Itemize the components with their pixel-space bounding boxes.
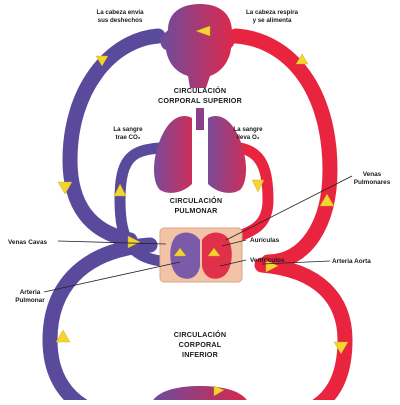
arteria-aorta-label: Arteria Aorta	[332, 258, 371, 265]
left-lung-shape	[154, 116, 192, 193]
head-left-label-line2: sus deshechos	[98, 17, 143, 24]
lower-section-title-line1: CIRCULACIÓN	[174, 330, 227, 339]
leader-ventriculos	[219, 259, 247, 267]
head-right-label-line2: y se alimenta	[253, 17, 292, 24]
lungs-left-label-line2: trae CO₂	[115, 134, 140, 141]
head-right-label-line1: La cabeza respira	[246, 9, 298, 16]
venas-cavas-label: Venas Cavas	[8, 239, 48, 246]
lungs-right-label-line1: La sangre	[233, 126, 263, 133]
arrow-pulmonary-right-down	[251, 179, 265, 193]
venas-pulmonares-label-line2: Pulmonares	[354, 179, 391, 186]
arrow-upper-right	[295, 53, 309, 65]
lower-venous-vessel	[42, 237, 158, 405]
lower-section-title-line2: CORPORAL	[179, 340, 222, 349]
arrow-upper-right-up	[319, 193, 335, 207]
arteria-pulmonar-label-line2: Pulmonar	[15, 297, 45, 304]
trachea-shape	[196, 108, 204, 130]
head-shape	[160, 4, 235, 88]
pulmonary-section-title-line1: CIRCULACIÓN	[170, 196, 223, 205]
venas-pulmonares-label-line1: Venas	[363, 171, 382, 178]
lungs-right-label-line2: lleva O₂	[236, 134, 259, 141]
arrow-into-heart-left	[127, 235, 141, 249]
auriculas-label: Aurículas	[250, 237, 280, 244]
leader-venas-cavas	[57, 240, 167, 245]
arrow-pulmonary-left-up	[113, 183, 127, 197]
arrow-lower-bottom	[213, 385, 225, 397]
arrow-lower-left-up	[55, 329, 71, 343]
leader-arteria-aorta	[261, 260, 331, 265]
leader-auriculas	[221, 239, 247, 247]
lower-arterial-vessel	[254, 257, 353, 405]
arteria-pulmonar-label-line1: Arteria	[20, 289, 41, 296]
leader-venas-pulmonares	[225, 175, 353, 241]
upper-venous-vessel	[62, 28, 166, 248]
pulmonary-section-title-line2: PULMONAR	[174, 206, 218, 215]
upper-arterial-vessel	[228, 28, 338, 270]
pulmonary-artery-vessel	[114, 142, 181, 268]
upper-section-title-line2: CORPORAL SUPERIOR	[158, 96, 243, 105]
lungs-left-label-line1: La sangre	[113, 126, 143, 133]
lower-body-organ	[150, 386, 250, 405]
pulmonary-vein-vessel	[219, 142, 274, 246]
leader-arteria-pulmonar	[43, 261, 181, 293]
arrow-lower-right-down	[333, 341, 349, 355]
arrow-heart-inner-2	[207, 247, 221, 257]
arrow-head-top	[195, 25, 211, 37]
arrow-upper-left-down	[57, 181, 73, 195]
lower-section-title-line3: INFERIOR	[182, 350, 219, 359]
arrow-head-left	[95, 55, 109, 67]
head-left-label-line1: La cabeza envía	[96, 9, 144, 16]
arrow-out-heart-right	[265, 259, 279, 273]
ventriculos-label: Ventrículos	[250, 257, 285, 264]
arrow-heart-inner-1	[173, 247, 187, 257]
right-lung-shape	[208, 116, 246, 193]
upper-section-title-line1: CIRCULACIÓN	[174, 86, 227, 95]
